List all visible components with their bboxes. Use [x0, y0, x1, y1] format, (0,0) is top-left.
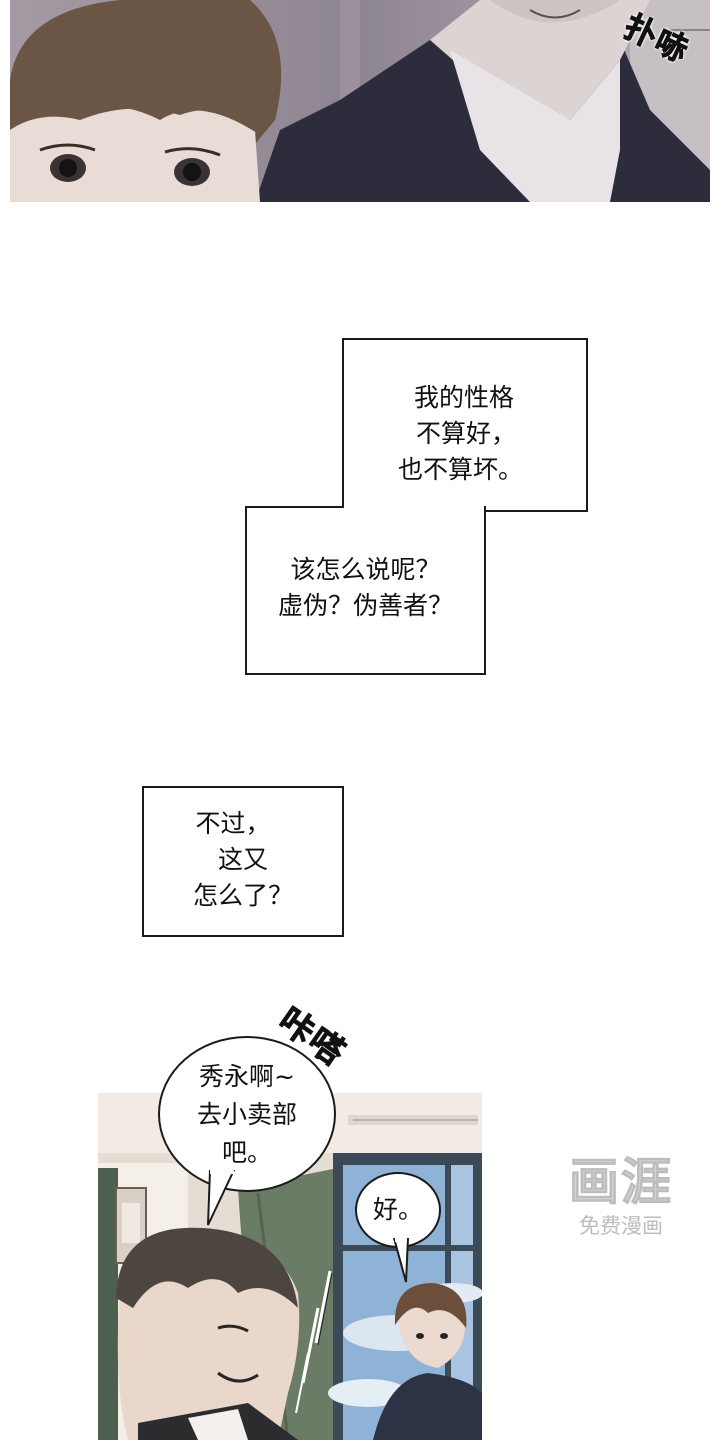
speech-left-line-3: 吧。 [221, 1138, 272, 1167]
narration-box-3: 不过， 这又 怎么了？ [142, 786, 344, 937]
narration-3-line-3: 怎么了？ [192, 881, 293, 910]
narration-box-2-top-border [245, 506, 344, 508]
narration-3-line-2: 这又 [217, 845, 268, 874]
speech-right-text: 好。 [372, 1195, 423, 1224]
narration-box-1: 我的性格 不算好， 也不算坏。 [342, 338, 588, 512]
narration-3-line-1: 不过， [195, 809, 271, 838]
narration-1-line-3: 也不算坏。 [398, 455, 524, 484]
speech-left-text: 秀永啊~ 去小卖部 吧。 [158, 1058, 336, 1172]
speech-bubble-right-tail [392, 1238, 410, 1283]
watermark-subtitle: 免费漫画 [579, 1214, 663, 1238]
speech-left-line-1: 秀永啊~ [199, 1062, 295, 1091]
speech-bubble-left [158, 1036, 336, 1192]
top-panel: 扑哧 [10, 0, 710, 202]
narration-2-line-1: 该怎么说呢？ [290, 555, 441, 584]
narration-box-2: 该怎么说呢？ 虚伪？伪善者？ [245, 506, 486, 675]
speech-bubble-right [355, 1172, 441, 1248]
speech-left-line-2: 去小卖部 [196, 1100, 297, 1129]
speech-bubble-left-tail [207, 1170, 236, 1226]
watermark-logo: 画涯 [569, 1153, 673, 1212]
narration-2-line-2: 虚伪？伪善者？ [277, 591, 453, 620]
narration-1-line-1: 我的性格 [414, 383, 515, 412]
watermark: 画涯 免费漫画 [556, 1152, 686, 1252]
narration-1-line-2: 不算好， [416, 419, 517, 448]
top-panel-art [10, 0, 710, 202]
